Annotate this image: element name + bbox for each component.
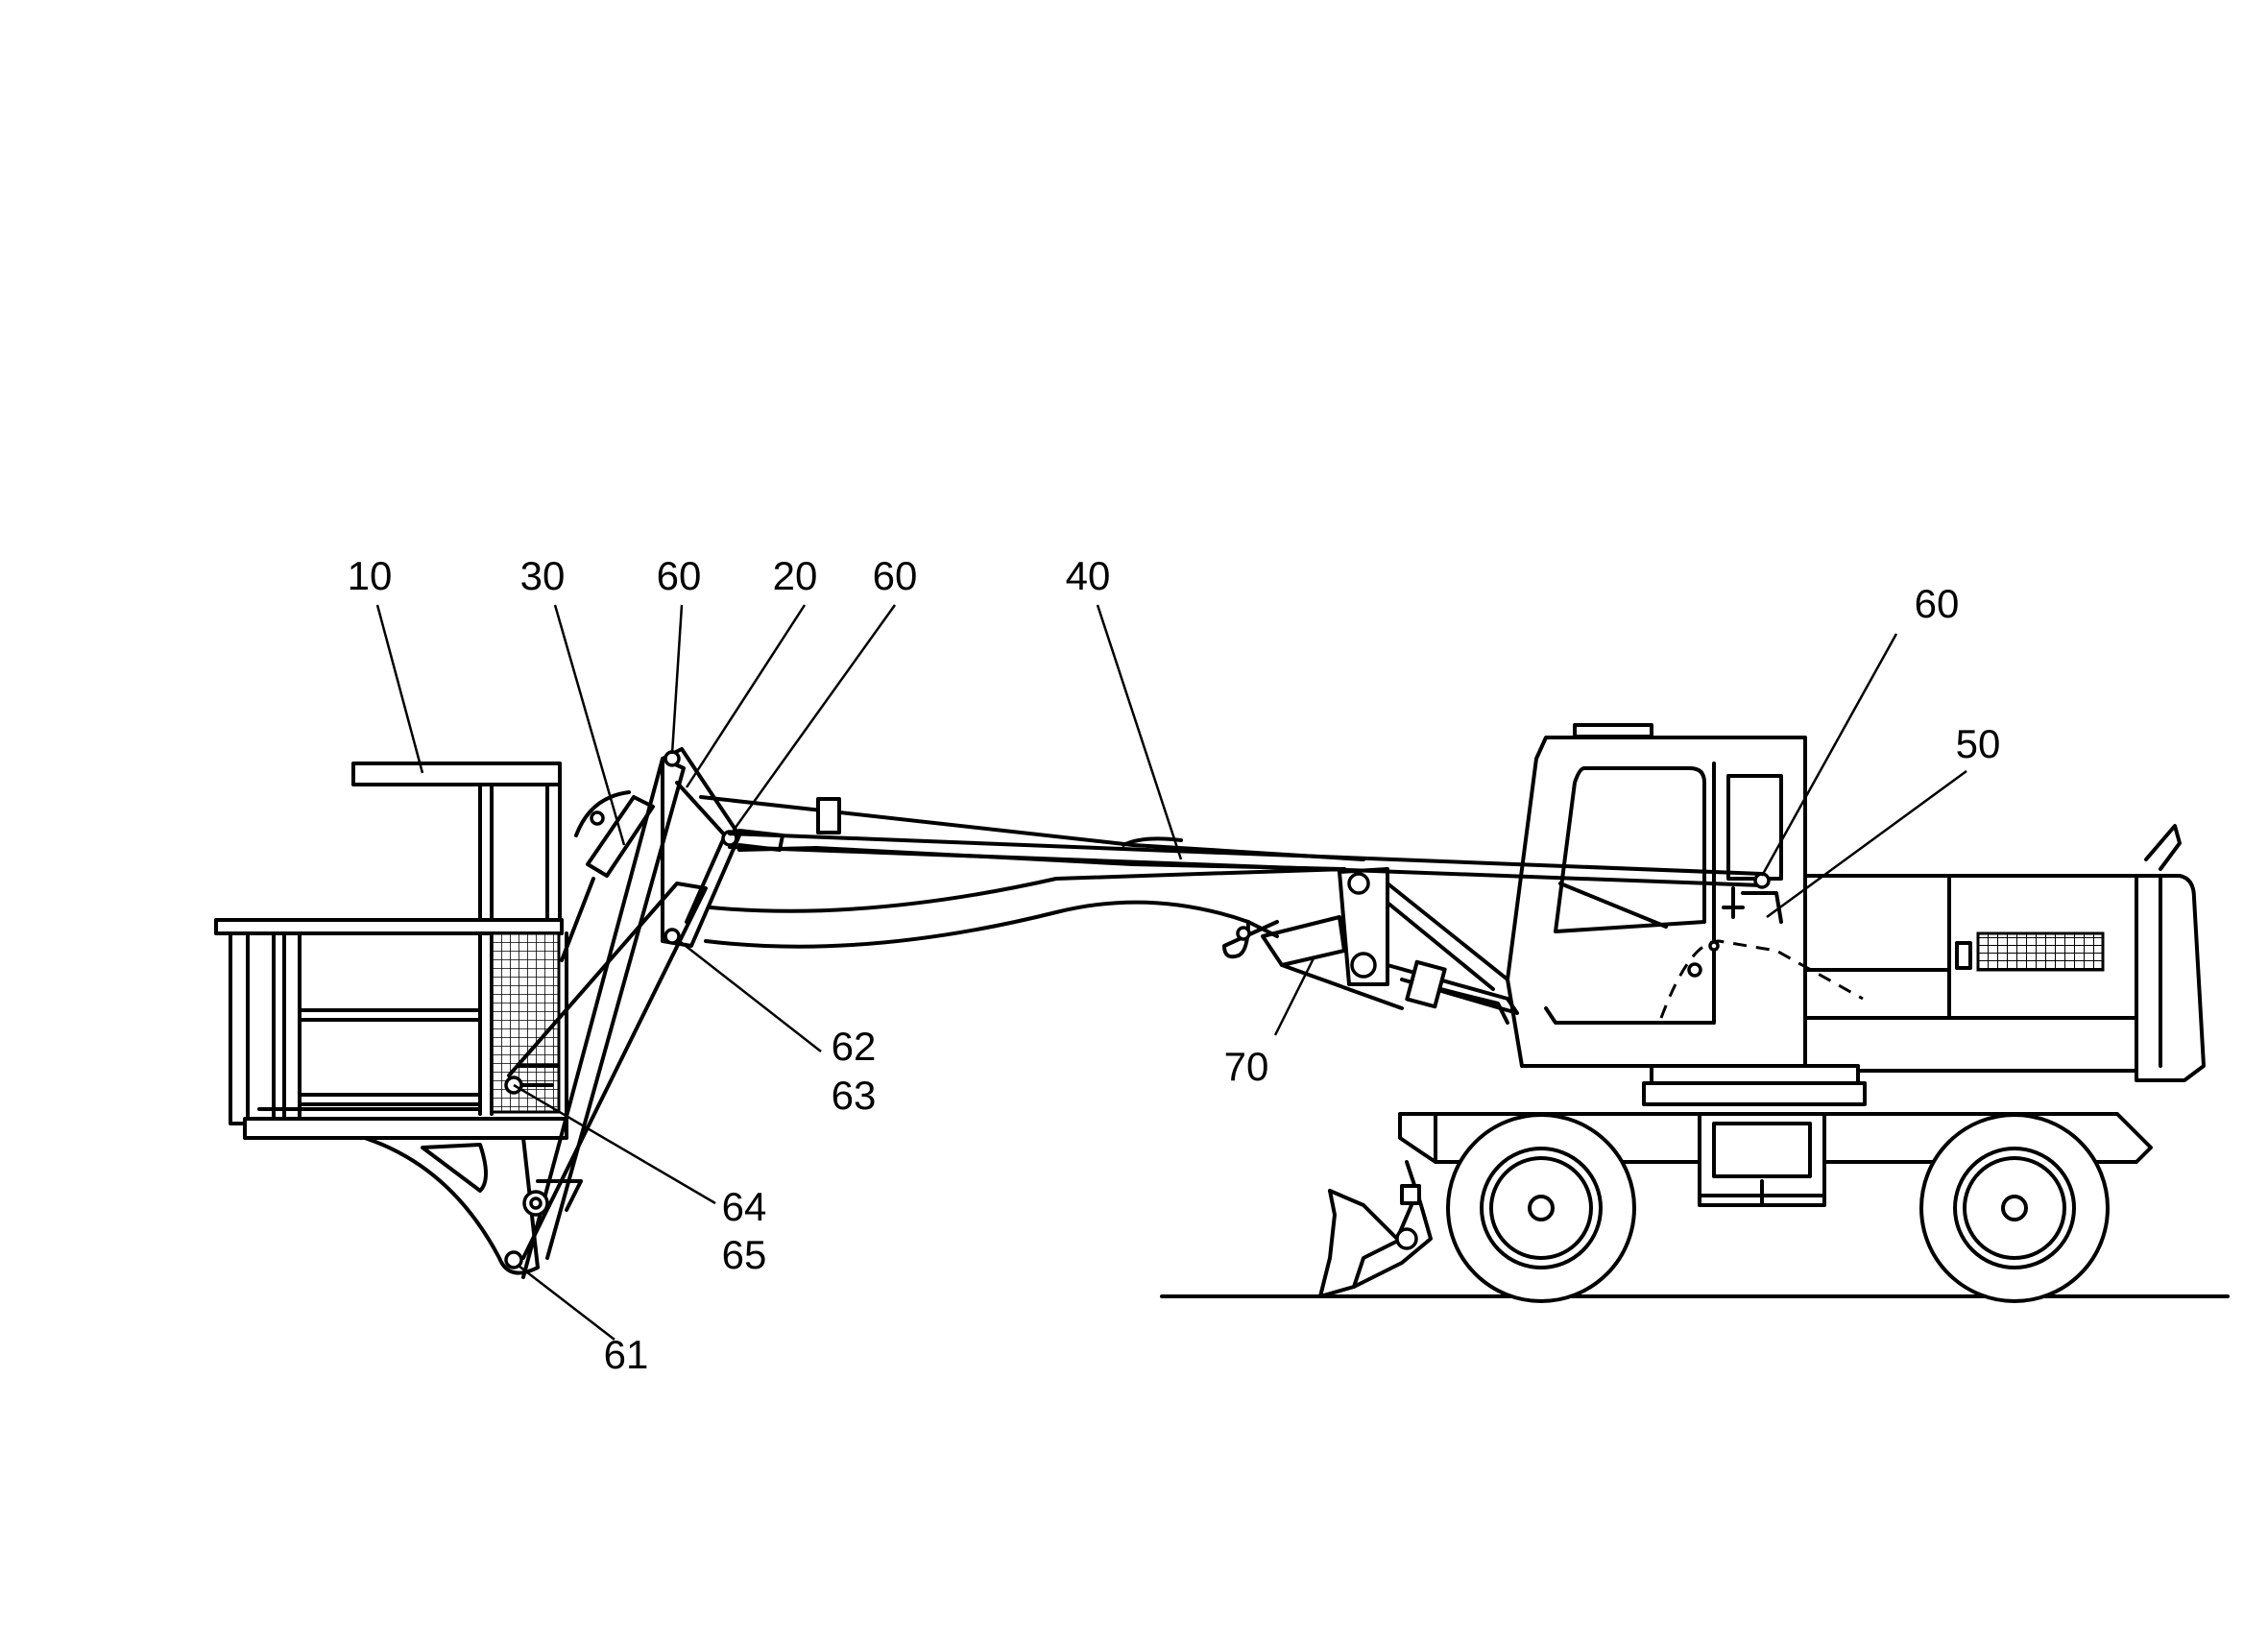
label-60-cab: 60: [1915, 581, 1960, 626]
cab: [1506, 723, 1807, 1068]
main-boom: [699, 795, 1764, 959]
work-platform: [214, 762, 568, 1275]
label-50: 50: [1956, 721, 2001, 766]
label-60-jib: 60: [657, 553, 702, 598]
label-60-link: 60: [873, 553, 918, 598]
leader-lines: [375, 604, 1967, 1341]
pin-61: [504, 1250, 523, 1269]
undercarriage: [1318, 1064, 2153, 1303]
label-64: 64: [722, 1184, 767, 1229]
label-30: 30: [520, 553, 566, 598]
label-62: 62: [832, 1024, 877, 1069]
label-63: 63: [832, 1073, 877, 1118]
link-arm: [661, 747, 741, 948]
label-65: 65: [722, 1232, 767, 1277]
label-40: 40: [1066, 553, 1111, 598]
label-10: 10: [348, 553, 393, 598]
lift-cylinder: [1261, 867, 1519, 1025]
reference-labels: 10 30 60 20 60 40 60 50 62 63 64 65 61 7…: [348, 553, 2001, 1377]
machine-housing: [1659, 824, 2206, 1082]
label-61: 61: [604, 1332, 649, 1377]
label-70: 70: [1224, 1044, 1269, 1089]
label-20: 20: [773, 553, 818, 598]
